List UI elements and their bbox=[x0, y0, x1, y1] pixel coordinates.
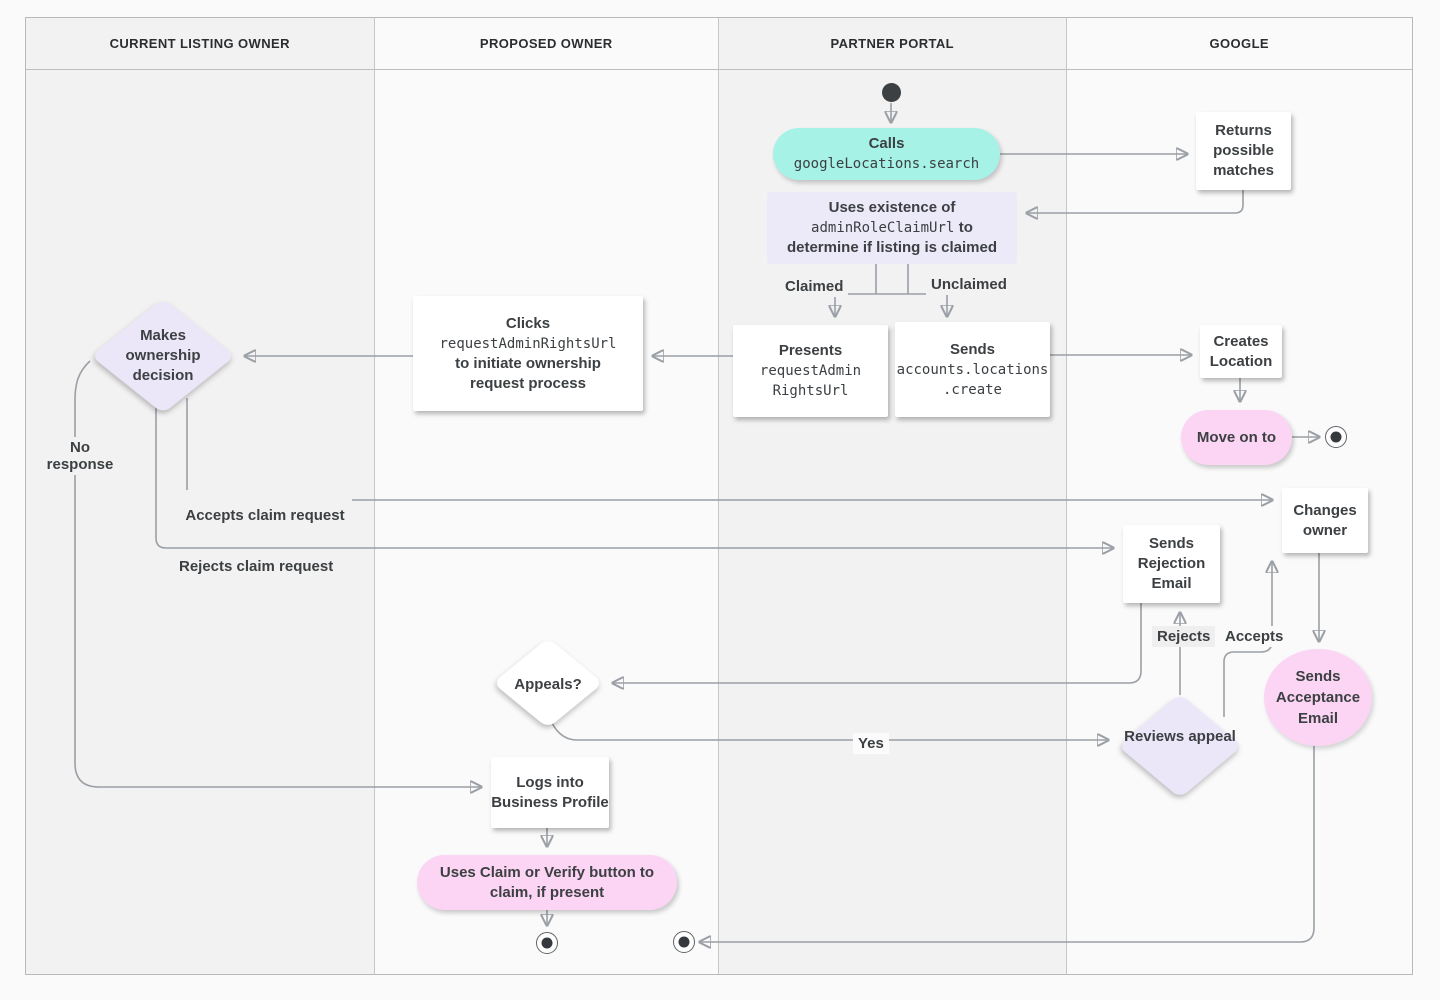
clicks-request-admin-rights-url-node: Clicks requestAdminRightsUrl to initiate… bbox=[413, 296, 643, 411]
creates-location-node: Creates Location bbox=[1200, 325, 1282, 378]
edge-label-accepts: Accepts bbox=[1220, 626, 1289, 647]
lane-header: PROPOSED OWNER bbox=[374, 18, 718, 70]
lane-header: CURRENT LISTING OWNER bbox=[26, 18, 374, 70]
edge-label-rejects: Rejects bbox=[1152, 626, 1216, 647]
uses-existence-admin-role-claim-url-node: Uses existence of adminRoleClaimUrl to d… bbox=[767, 192, 1017, 264]
end-node-3 bbox=[673, 931, 695, 953]
sends-accounts-locations-create-node: Sends accounts.locations .create bbox=[895, 322, 1050, 417]
end-node-1 bbox=[1325, 426, 1347, 448]
edge-label-no-response: No response bbox=[35, 437, 125, 475]
sends-acceptance-email-node: Sends Acceptance Email bbox=[1264, 649, 1372, 746]
edge-label-rejects-claim-request: Rejects claim request bbox=[174, 556, 339, 577]
lane-header: GOOGLE bbox=[1066, 18, 1412, 70]
edge-label-claimed: Claimed bbox=[780, 276, 849, 297]
move-on-to-node: Move on to bbox=[1181, 410, 1292, 465]
claim-or-verify-node: Uses Claim or Verify button to claim, if… bbox=[417, 855, 677, 910]
end-node-2 bbox=[536, 932, 558, 954]
lane-header: PARTNER PORTAL bbox=[719, 18, 1066, 70]
edge-label-accepts-claim-request: Accepts claim request bbox=[178, 490, 352, 524]
calls-google-locations-search-node: Calls googleLocations.search bbox=[773, 128, 1000, 180]
presents-request-admin-rights-url-node: Presents requestAdmin RightsUrl bbox=[733, 325, 888, 417]
sends-rejection-email-node: Sends Rejection Email bbox=[1123, 525, 1220, 603]
edge-label-unclaimed: Unclaimed bbox=[926, 274, 1012, 295]
lane-proposed-owner: PROPOSED OWNER bbox=[374, 18, 719, 974]
logs-into-business-profile-node: Logs into Business Profile bbox=[491, 757, 609, 828]
returns-possible-matches-node: Returns possible matches bbox=[1196, 112, 1291, 190]
edge-label-yes: Yes bbox=[853, 733, 889, 754]
start-node bbox=[882, 83, 901, 102]
changes-owner-node: Changes owner bbox=[1282, 488, 1368, 553]
